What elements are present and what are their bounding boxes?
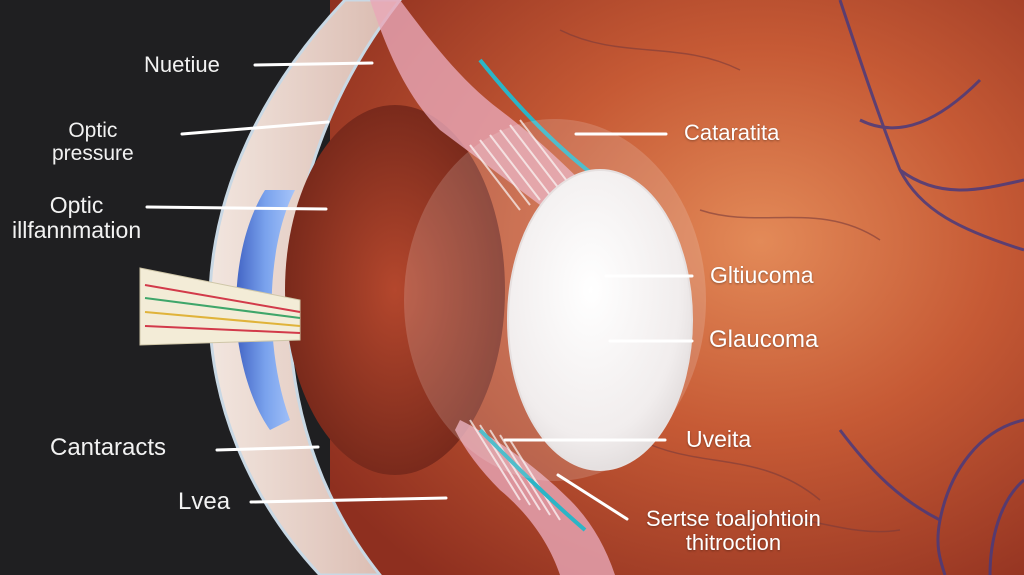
leader-nuetiue [253, 61, 374, 67]
label-gltiucoma: Gltiucoma [710, 262, 814, 288]
iris-fibers-top [469, 119, 571, 211]
label-glaucoma: Glaucoma [709, 326, 819, 353]
crystalline-lens [507, 169, 693, 471]
label-cataratita: Cataratita [684, 120, 780, 145]
label-uveita: Uveita [686, 426, 752, 452]
leader-cantaracts [215, 445, 320, 452]
leader-optic-inflammation [145, 205, 328, 211]
label-lvea: Lvea [178, 488, 231, 515]
blood-vessels [838, 0, 1024, 575]
leader-optic-pressure [180, 120, 330, 136]
leader-lines [145, 61, 694, 521]
label-optic-inflammation-line2: illfannmation [12, 217, 142, 244]
optic-nerve [139, 267, 301, 346]
label-optic-pressure-line1: Optic [68, 119, 118, 142]
vitreous-chamber [285, 105, 505, 475]
leader-lvea [249, 496, 448, 504]
label-cantaracts: Cantaracts [50, 434, 167, 461]
label-sertse: Sertse toaljohtioin thitroction [646, 506, 821, 556]
ciliary-body-top [370, 0, 600, 220]
label-nuetiue: Nuetiue [144, 52, 220, 77]
small-vessels [559, 29, 901, 533]
label-optic-pressure-line2: pressure [52, 142, 134, 166]
zonule-fiber-top [478, 58, 602, 182]
label-optic-pressure: Optic pressure [52, 119, 134, 165]
label-sertse-line2: thitroction [685, 530, 782, 556]
label-optic-inflammation-line1: Optic [49, 192, 104, 218]
leader-sertse [556, 473, 629, 521]
label-sertse-line1: Sertse toaljohtioin [646, 506, 821, 531]
zonule-fiber-bottom [478, 428, 587, 532]
label-optic-inflammation: Optic illfannmation [12, 192, 142, 244]
